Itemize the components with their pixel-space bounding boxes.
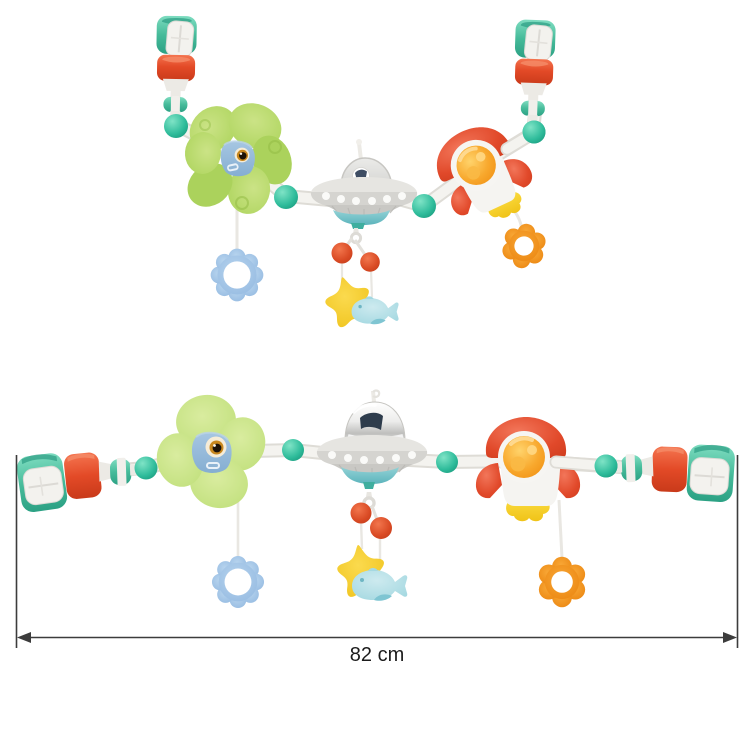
svg-text:82 cm: 82 cm bbox=[350, 644, 404, 666]
